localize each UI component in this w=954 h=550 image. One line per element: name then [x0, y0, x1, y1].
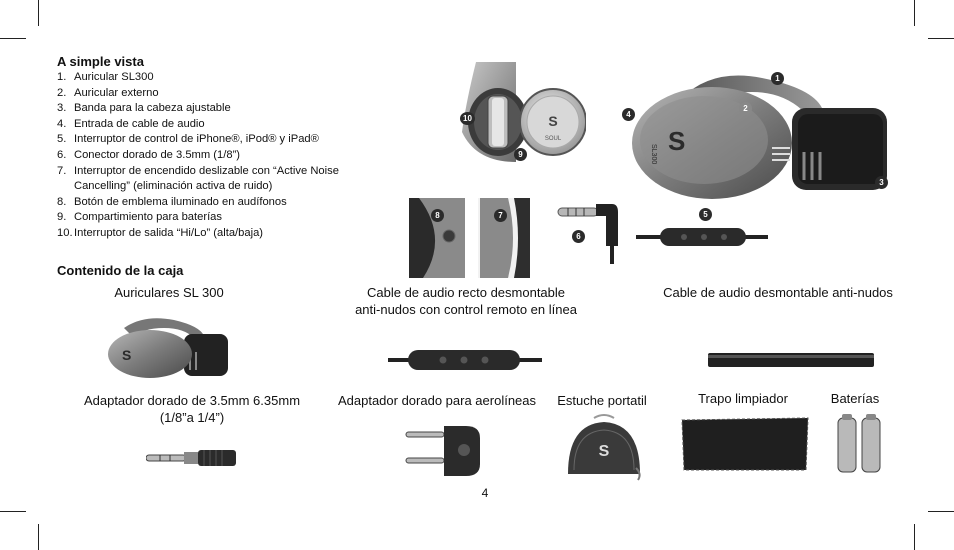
crop-mark [38, 0, 39, 26]
callout-5: 5 [699, 208, 712, 221]
feature-number: 6. [57, 148, 67, 161]
feature-number: 4. [57, 117, 67, 130]
callout-7: 7 [494, 209, 507, 222]
batteries-thumbnail [837, 414, 881, 473]
caption-gold-adapter: Adaptador dorado de 3.5mm 6.35mm (1/8”a … [66, 392, 318, 426]
caption-line: anti-nudos con control remoto en línea [355, 302, 577, 317]
caption-airline-adapter: Adaptador dorado para aerolíneas [337, 393, 537, 408]
feature-text: Auricular externo [74, 86, 159, 99]
crop-mark [38, 524, 39, 550]
crop-mark [914, 524, 915, 550]
feature-text: Interruptor de salida “Hi/Lo” (alta/baja… [74, 226, 264, 239]
crop-mark [0, 38, 26, 39]
feature-item: 8. Botón de emblema iluminado en audífono… [57, 195, 357, 211]
crop-mark [928, 511, 954, 512]
airline-adapter-thumbnail [405, 426, 480, 476]
soul-logo: S [548, 113, 557, 129]
emblem-button-detail-image [409, 198, 465, 278]
box-contents-title: Contenido de la caja [57, 263, 184, 278]
callout-9: 9 [514, 148, 527, 161]
caption-straight-cable: Cable de audio recto desmontable anti-nu… [332, 284, 600, 318]
feature-text: Auricular SL300 [74, 71, 154, 83]
headphones-thumbnail: S [108, 318, 228, 378]
soul-logo-text: SOUL [545, 136, 562, 142]
feature-text: Compartimiento para baterías [74, 211, 222, 224]
model-text: SL300 [650, 144, 657, 164]
callout-1: 1 [771, 72, 784, 85]
feature-number: 5. [57, 133, 67, 146]
gold-connector-image [557, 204, 618, 264]
page-number: 4 [481, 486, 489, 500]
feature-text: Interruptor de control de iPhone®, iPod®… [74, 133, 319, 146]
feature-item: 2. Auricular externo [57, 86, 357, 102]
caption-batteries: Baterías [830, 391, 880, 406]
callout-6: 6 [572, 230, 585, 243]
feature-number: 9. [57, 211, 67, 224]
straight-cable-remote-thumbnail [388, 350, 542, 370]
caption-headphones: Auriculares SL 300 [114, 285, 224, 300]
gold-adapter-thumbnail [146, 450, 236, 466]
feature-text: Botón de emblema iluminado en audífonos [74, 195, 287, 208]
caption-line: Adaptador dorado de 3.5mm 6.35mm [83, 393, 301, 408]
feature-item: 9. Compartimiento para baterías [57, 210, 357, 226]
feature-text: Conector dorado de 3.5mm (1/8”) [74, 148, 241, 161]
crop-mark [914, 0, 915, 26]
feature-item: 4. Entrada de cable de audio [57, 117, 357, 133]
caption-line: (1/8”a 1/4”) [159, 410, 225, 425]
feature-number: 2. [57, 86, 67, 99]
callout-4: 4 [622, 108, 635, 121]
soul-logo: S [122, 347, 131, 363]
feature-number: 1. [57, 71, 67, 83]
detachable-cable-thumbnail [708, 353, 874, 367]
caption-detachable-cable: Cable de audio desmontable anti-nudos [663, 285, 893, 300]
callout-8: 8 [431, 209, 444, 222]
feature-number: 3. [57, 102, 67, 115]
inline-remote-image [636, 228, 768, 246]
callout-2: 2 [739, 102, 752, 115]
feature-number: 7. [57, 164, 67, 177]
feature-item: 7. Interruptor de encendido deslizable co… [57, 164, 357, 195]
callout-3: 3 [875, 176, 888, 189]
feature-item: 3. Banda para la cabeza ajustable [57, 101, 357, 117]
headphones-main-image: S SL300 [632, 75, 887, 199]
feature-item: 5. Interruptor de control de iPhone®, iPo… [57, 132, 357, 148]
feature-item: 1. Auricular SL300 [57, 70, 357, 86]
crop-mark [928, 38, 954, 39]
cleaning-cloth-thumbnail [681, 417, 809, 471]
at-a-glance-title: A simple vista [57, 54, 144, 69]
feature-list: 1. Auricular SL300 2. Auricular externo 3. Ba… [57, 70, 357, 242]
feature-number: 10. [57, 226, 73, 239]
feature-item: 10.Interruptor de salida “Hi/Lo” (alta/b… [57, 226, 357, 242]
battery-compartment-image: S SOUL [462, 62, 586, 162]
caption-line: Cable de audio recto desmontable [366, 285, 566, 300]
soul-logo: S [599, 443, 610, 460]
soul-logo: S [668, 126, 685, 156]
callout-10: 10 [460, 112, 475, 125]
feature-text: Interruptor de encendido deslizable con … [74, 164, 339, 193]
feature-item: 6. Conector dorado de 3.5mm (1/8”) [57, 148, 357, 164]
feature-number: 8. [57, 195, 67, 208]
carrying-case-thumbnail: S [568, 414, 641, 481]
feature-text: Entrada de cable de audio [74, 117, 205, 130]
caption-case: Estuche portatil [557, 393, 647, 408]
feature-text: Banda para la cabeza ajustable [74, 102, 231, 115]
crop-mark [0, 511, 26, 512]
caption-cloth: Trapo limpiador [698, 391, 788, 406]
